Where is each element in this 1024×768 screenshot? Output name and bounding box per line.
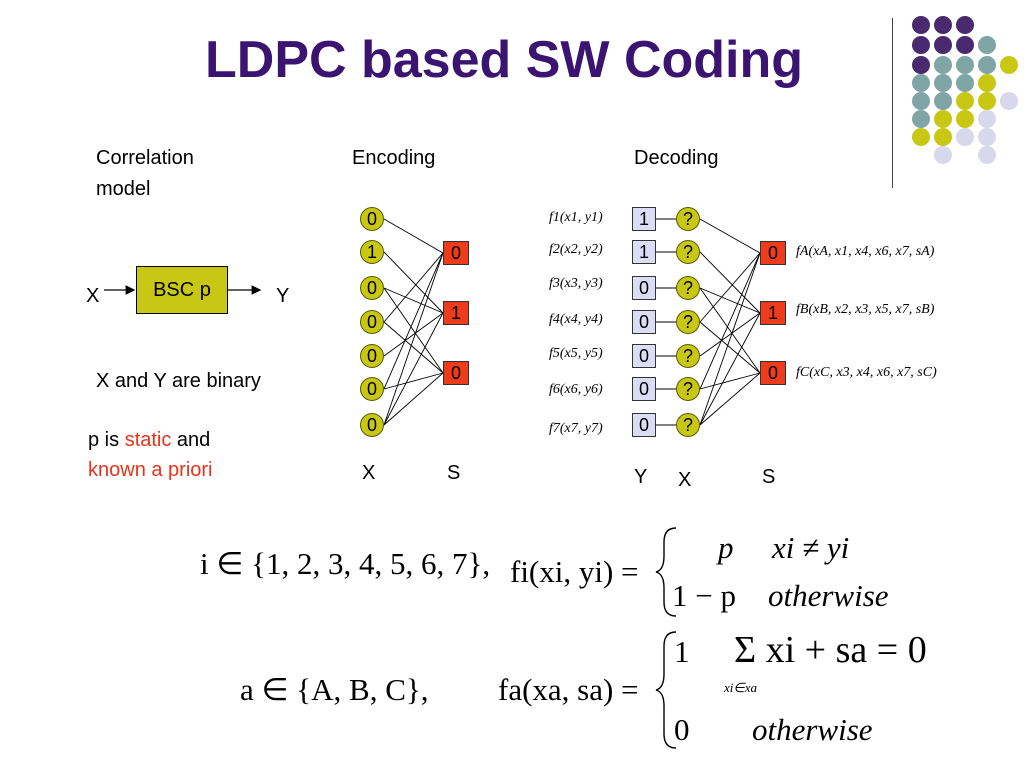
eq-fi-case2-value: 1 − p [672, 578, 736, 613]
eq-fi-case2-cond: otherwise [768, 578, 889, 613]
dec-edge [699, 252, 761, 426]
dec-f-label-5: f5(x5, y5) [549, 346, 603, 361]
dec-s-node-2: 1 [760, 301, 786, 325]
eq-fa-lhs: fa(xa, sa) = [498, 672, 639, 707]
dec-edge [699, 312, 761, 357]
dec-edge [699, 218, 761, 254]
eq-fa-case2-cond: otherwise [752, 712, 873, 747]
dec-edge [699, 252, 761, 323]
dec-y-node-7: 0 [632, 413, 656, 437]
dec-f-label-4: f4(x4, y4) [549, 312, 603, 327]
dec-x-label: X [678, 469, 692, 491]
enc-x-node-1: 0 [360, 207, 384, 231]
eq-fa-case1-cond: Σ xi + sa = 0 [734, 629, 927, 671]
enc-edge [383, 252, 444, 426]
dec-edge [699, 312, 761, 426]
eq-fa-case1-value: 1 [674, 634, 690, 669]
eq-fi-case1-value: p [718, 530, 734, 565]
bsc-output-label: Y [276, 285, 290, 307]
dec-edge [699, 372, 761, 426]
dec-edge [699, 251, 761, 314]
enc-edge [383, 312, 444, 426]
enc-s-node-1: 0 [443, 241, 469, 265]
dec-x-node-6: ? [676, 377, 700, 401]
bsc-input-label: X [86, 285, 100, 307]
p-note-line1: p is static and [88, 429, 210, 452]
p-note-prefix: p is [88, 429, 125, 451]
correlation-heading-line1: Correlation [96, 147, 194, 169]
dec-x-node-1: ? [676, 207, 700, 231]
dec-x-node-5: ? [676, 344, 700, 368]
dec-edge [699, 287, 761, 374]
enc-edge [383, 218, 444, 254]
enc-x-node-2: 1 [360, 240, 384, 264]
dec-s-node-1: 0 [760, 241, 786, 265]
p-note-and: and [171, 429, 211, 451]
bsc-box: BSC p [136, 266, 228, 314]
dec-x-node-2: ? [676, 240, 700, 264]
enc-x-label: X [362, 462, 376, 484]
eq-index-a: a ∈ {A, B, C}, [240, 672, 429, 707]
dec-f-label-7: f7(x7, y7) [549, 421, 603, 436]
enc-edge [383, 321, 444, 374]
p-note-line2: known a priori [88, 459, 213, 481]
dec-edge [699, 372, 761, 390]
eq-fi-case1-cond: xi ≠ yi [772, 530, 850, 565]
dec-x-node-4: ? [676, 310, 700, 334]
dec-x-node-3: ? [676, 276, 700, 300]
dec-edge [699, 252, 761, 390]
encoding-heading: Encoding [352, 147, 436, 169]
enc-s-node-2: 1 [443, 301, 469, 325]
enc-x-node-6: 0 [360, 377, 384, 401]
title-divider [892, 18, 893, 188]
dec-f-label-1: f1(x1, y1) [549, 210, 603, 225]
dec-edge [699, 321, 761, 374]
dec-y-label: Y [634, 466, 648, 488]
correlation-heading-line2: model [96, 178, 151, 200]
eq-index-i: i ∈ {1, 2, 3, 4, 5, 6, 7}, [200, 546, 491, 581]
enc-edge [383, 287, 444, 314]
dec-y-node-1: 1 [632, 207, 656, 231]
eq-fa-case2-value: 0 [674, 712, 690, 747]
enc-x-node-5: 0 [360, 344, 384, 368]
binary-note: X and Y are binary [96, 370, 261, 392]
dec-f-label-6: f6(x6, y6) [549, 382, 603, 397]
enc-edge [383, 252, 444, 323]
dec-edge [699, 287, 761, 314]
decoding-heading: Decoding [634, 147, 719, 169]
enc-edge [383, 252, 444, 390]
p-note-static: static [124, 429, 172, 451]
enc-edge [383, 372, 444, 390]
check-function-c: fC(xC, x3, x4, x6, x7, sC) [796, 365, 937, 380]
enc-s-label: S [447, 462, 461, 484]
enc-x-node-4: 0 [360, 310, 384, 334]
dec-y-node-3: 0 [632, 276, 656, 300]
enc-s-node-3: 0 [443, 361, 469, 385]
check-function-a: fA(xA, x1, x4, x6, x7, sA) [796, 244, 935, 259]
enc-x-node-7: 0 [360, 413, 384, 437]
enc-edge [383, 372, 444, 426]
dec-y-node-2: 1 [632, 240, 656, 264]
dec-y-node-6: 0 [632, 377, 656, 401]
dec-s-label: S [762, 466, 776, 488]
eq-fa-case1-sub: xi∈xa [724, 680, 757, 695]
enc-edge [383, 312, 444, 357]
dec-y-node-5: 0 [632, 344, 656, 368]
eq-fi-lhs: fi(xi, yi) = [510, 554, 639, 589]
dec-f-label-2: f2(x2, y2) [549, 242, 603, 257]
enc-edge [383, 251, 444, 314]
slide-title: LDPC based SW Coding [205, 31, 803, 89]
dec-s-node-3: 0 [760, 361, 786, 385]
dec-x-node-7: ? [676, 413, 700, 437]
check-function-b: fB(xB, x2, x3, x5, x7, sB) [796, 302, 935, 317]
enc-x-node-3: 0 [360, 276, 384, 300]
dec-f-label-3: f3(x3, y3) [549, 276, 603, 291]
enc-edge [383, 287, 444, 374]
dec-y-node-4: 0 [632, 310, 656, 334]
